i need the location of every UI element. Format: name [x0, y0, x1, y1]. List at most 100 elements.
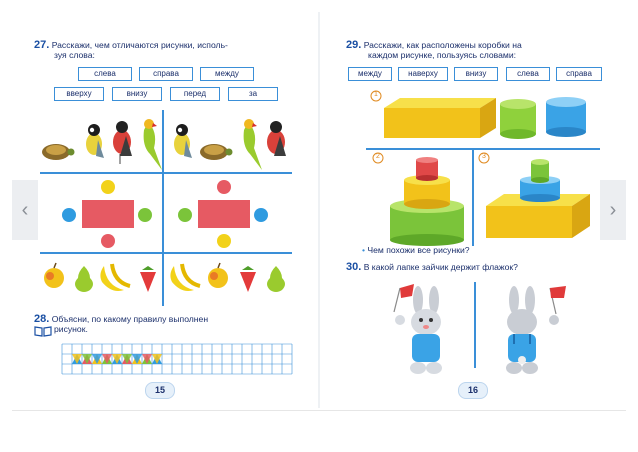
- task-29-heading: 29. Расскажи, как расположены коробки на…: [346, 39, 606, 61]
- pattern-grid: [61, 343, 293, 375]
- book-icon: [34, 326, 52, 337]
- pattern-triangle-down: [92, 354, 102, 364]
- pear-icon: [75, 266, 93, 292]
- right-page: 29. Расскажи, как расположены коробки на…: [320, 12, 626, 408]
- marker-1-label: 1: [374, 91, 378, 98]
- animals-right-group: [174, 119, 286, 170]
- rabbit-front-icon: [393, 284, 442, 374]
- rabbits-divider: [474, 282, 476, 368]
- grid-horizontal-line-2: [40, 252, 292, 254]
- task-29-line1: Расскажи, как расположены коробки на: [363, 40, 522, 50]
- yellow-circle: [101, 180, 115, 194]
- marker-3-label: 3: [482, 153, 486, 160]
- word-za: за: [228, 87, 278, 101]
- green-circle: [178, 208, 192, 222]
- marker-2: [372, 152, 384, 164]
- prev-page-button[interactable]: ‹: [12, 180, 38, 240]
- strawberry-icon: [240, 266, 256, 292]
- red-rectangle: [198, 200, 250, 228]
- word-pered: перед: [170, 87, 220, 101]
- animals-left-group: [42, 119, 162, 170]
- pattern-triangle-down: [112, 354, 122, 364]
- green-cylinder-small: [531, 159, 549, 183]
- word-sprava: справа: [556, 67, 602, 81]
- task-30-text: В какой лапке зайчик держит флажок?: [363, 262, 518, 272]
- apple-icon: [44, 262, 64, 288]
- strawberry-icon: [140, 266, 156, 292]
- book-spine: [318, 12, 320, 408]
- task-28-heading: 28. Объясни, по какому правилу выполнен …: [34, 313, 296, 335]
- word-naverhu: наверху: [398, 67, 448, 81]
- word-vnizu: внизу: [112, 87, 162, 101]
- boxes-picture-3: [486, 159, 590, 238]
- blue-cylinder: [546, 97, 586, 137]
- bottom-divider: [12, 410, 626, 411]
- page-number-16: 16: [458, 382, 488, 399]
- pattern-triangle-down: [132, 354, 142, 364]
- boxes-picture-2: [390, 157, 464, 246]
- grid-horizontal-line: [366, 148, 600, 150]
- task-28-number: 28.: [34, 313, 50, 325]
- apple-icon: [208, 262, 228, 288]
- pattern-triangle-down: [72, 354, 82, 364]
- red-cylinder: [416, 157, 438, 181]
- yellow-box: [384, 98, 496, 138]
- grid-vertical-line: [472, 150, 474, 246]
- word-vnizu: внизу: [454, 67, 498, 81]
- page-number-15: 15: [145, 382, 175, 399]
- parrot-icon: [243, 119, 262, 170]
- word-sleva: слева: [78, 67, 132, 81]
- task-30-number: 30.: [346, 261, 362, 273]
- titmouse-icon: [86, 124, 104, 158]
- task-30-heading: 30. В какой лапке зайчик держит флажок?: [346, 261, 606, 273]
- task-27-heading: 27. Расскажи, чем отличаются рисунки, ис…: [34, 39, 296, 61]
- question-similarity: • Чем похожи все рисунки?: [362, 245, 592, 255]
- titmouse-icon: [174, 124, 192, 158]
- task-27-line1: Расскажи, чем отличаются рисунки, исполь…: [51, 40, 228, 50]
- blue-circle: [62, 208, 76, 222]
- bullfinch-icon: [113, 121, 132, 164]
- yellow-circle: [217, 234, 231, 248]
- marker-1: [370, 90, 382, 102]
- pattern-triangle-down: [142, 354, 152, 364]
- word-mezhdu: между: [200, 67, 254, 81]
- pear-icon: [267, 266, 285, 292]
- bananas-icon: [170, 263, 201, 291]
- fruits-right-group: [170, 262, 285, 292]
- marker-3: [478, 152, 490, 164]
- red-rectangle: [82, 200, 134, 228]
- rabbit-back-icon: [506, 286, 566, 374]
- pattern-triangle-down: [102, 354, 112, 364]
- bullfinch-icon: [267, 121, 286, 156]
- red-circle: [101, 234, 115, 248]
- fruits-left-group: [44, 262, 156, 292]
- green-circle: [138, 208, 152, 222]
- pattern-triangle-down: [82, 354, 92, 364]
- word-sprava: справа: [139, 67, 193, 81]
- word-vverhu: вверху: [54, 87, 104, 101]
- yellow-box: [486, 194, 590, 238]
- pattern-triangle-down: [122, 354, 132, 364]
- bullet-icon: •: [362, 245, 366, 255]
- grid-vertical-line: [162, 110, 164, 306]
- word-sleva: слева: [506, 67, 550, 81]
- turtle-icon: [42, 144, 75, 160]
- left-page: 27. Расскажи, чем отличаются рисунки, ис…: [12, 12, 318, 408]
- turtle-icon: [200, 144, 233, 160]
- task-27-line2: зуя слова:: [54, 50, 95, 60]
- pattern-triangle-down: [152, 354, 162, 364]
- task-29-line2: каждом рисунке, пользуясь словами:: [368, 50, 517, 60]
- grid-horizontal-line-1: [40, 172, 292, 174]
- task-28-line1: Объясни, по какому правилу выполнен: [51, 314, 209, 324]
- word-mezhdu: между: [348, 67, 392, 81]
- task-27-number: 27.: [34, 39, 50, 51]
- task-29-number: 29.: [346, 39, 362, 51]
- boxes-picture-1: [384, 97, 586, 139]
- parrot-icon: [143, 119, 162, 170]
- blue-circle: [254, 208, 268, 222]
- task-28-line2: рисунок.: [54, 324, 88, 334]
- next-page-button[interactable]: ›: [600, 180, 626, 240]
- green-cylinder: [500, 99, 536, 139]
- bananas-icon: [100, 263, 131, 291]
- question-text: Чем похожи все рисунки?: [367, 245, 470, 255]
